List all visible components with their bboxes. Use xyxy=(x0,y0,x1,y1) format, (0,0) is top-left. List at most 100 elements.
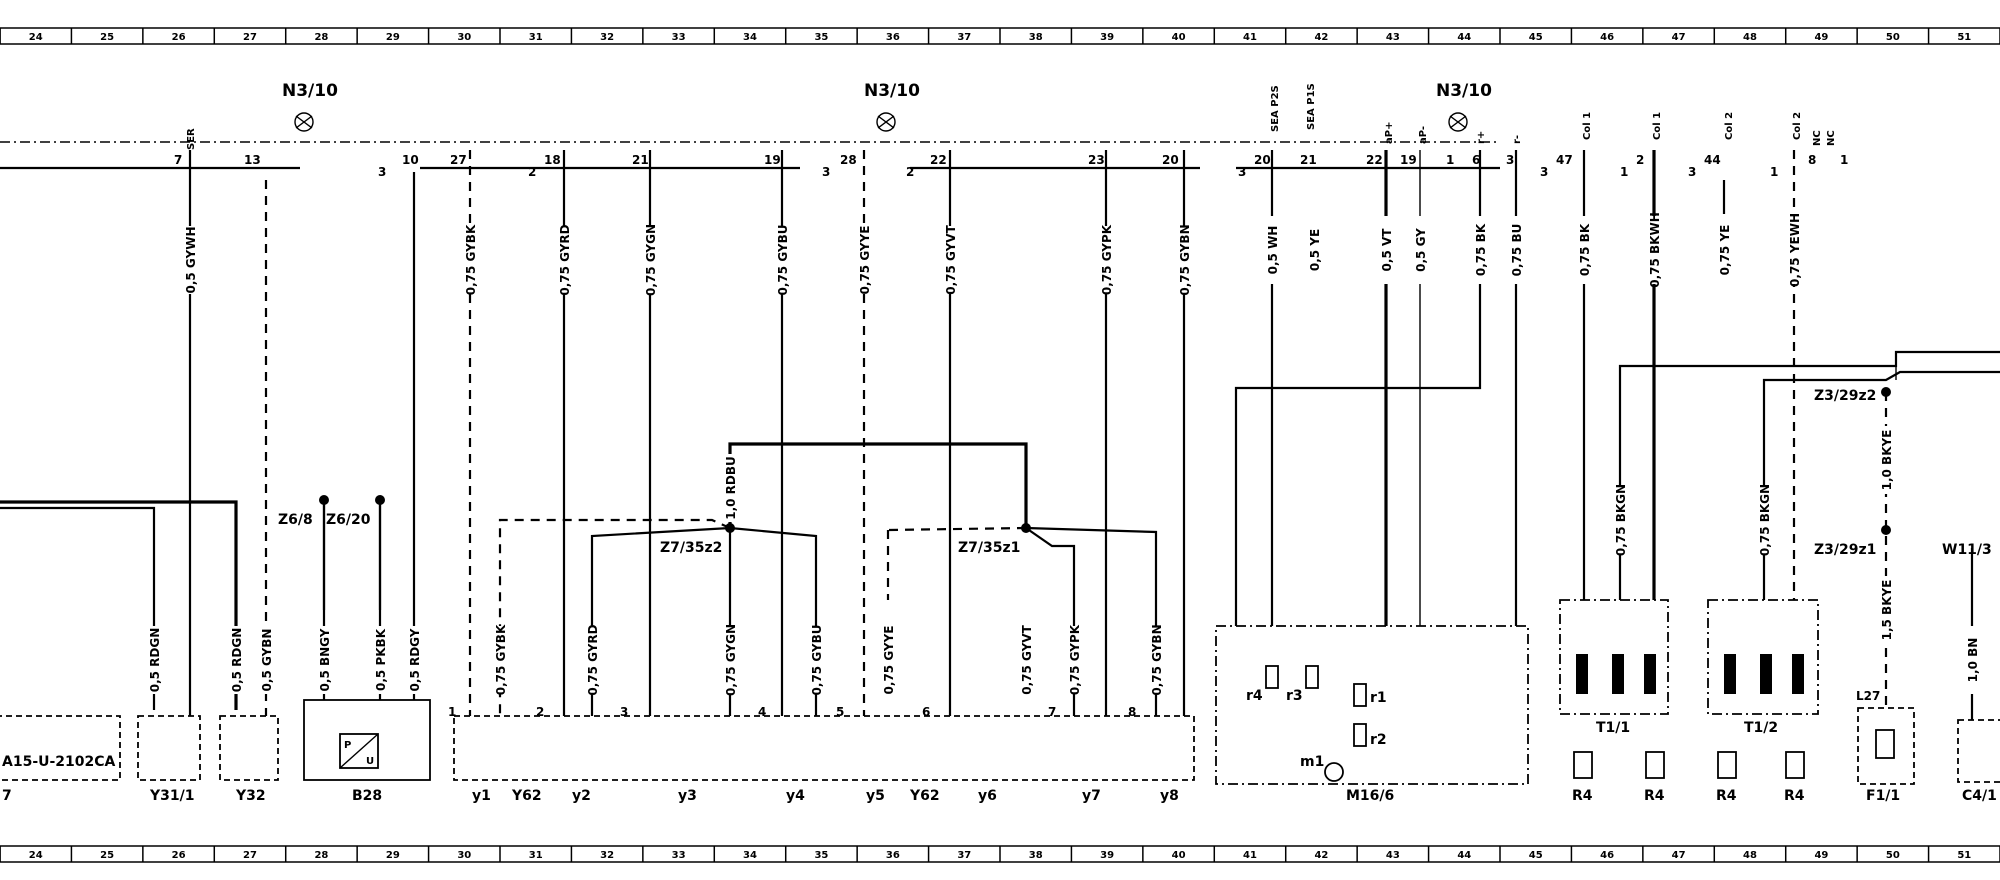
ruler-cell-number: 35 xyxy=(814,32,828,43)
wire-label-background xyxy=(1306,216,1322,284)
ruler-cell-number: 34 xyxy=(743,32,757,43)
pin-function: aP- xyxy=(1418,126,1429,144)
ruler-cell-number: 50 xyxy=(1886,850,1900,861)
ruler-cell-number: 27 xyxy=(243,850,257,861)
pin-number: 2 xyxy=(906,165,914,179)
element-label: r2 xyxy=(1370,732,1387,748)
ruler-cell-number: 24 xyxy=(29,32,43,43)
splice-label: Z6/8 xyxy=(278,512,313,528)
pin-number: 27 xyxy=(450,153,467,167)
wire-bkgn-t1-2 xyxy=(1762,370,2000,600)
component-label: T1/2 xyxy=(1744,720,1778,736)
component-label: R4 xyxy=(1784,788,1805,804)
pin-number: 21 xyxy=(632,153,649,167)
wire-splice-gybu xyxy=(729,526,818,720)
pin-number: 18 xyxy=(544,153,561,167)
resistor-icon xyxy=(1353,683,1367,707)
ruler-cell-number: 32 xyxy=(600,850,614,861)
pin-numbers: 7 13 3 10 27 2 18 21 19 3 28 2 22 23 20 … xyxy=(174,153,1848,179)
ruler-cell-number: 47 xyxy=(1672,32,1686,43)
wire-label: 0,75 BK xyxy=(1474,223,1488,276)
ruler-cell-number: 37 xyxy=(957,32,971,43)
pin-function-labels: SER SEA P2S SEA P1S aP+ aP- r+ r- Col 1 … xyxy=(186,83,1837,150)
pin-function: SER xyxy=(186,128,197,150)
wire-label: 0,75 YE xyxy=(1718,225,1732,276)
pin-number: 23 xyxy=(1088,153,1105,167)
coil-icon xyxy=(1724,654,1736,694)
wire-label: 1,0 BN xyxy=(1966,638,1980,683)
pin-function: Col 2 xyxy=(1724,112,1735,140)
wire-label-background xyxy=(228,626,244,694)
wire-label: 0,5 GYBN xyxy=(260,629,274,692)
n3-10-control-unit: N3/10 N3/10 N3/10 xyxy=(0,81,1500,170)
wire-label: 1,0 BKYE xyxy=(1880,430,1894,491)
splice-dot xyxy=(1881,387,1891,397)
wire-label: 0,75 BKWH xyxy=(1648,212,1662,288)
resistor-icon xyxy=(1305,665,1319,689)
pin-number: 1 xyxy=(1770,165,1778,179)
wire-label-background xyxy=(1472,216,1488,284)
pin-number: 1 xyxy=(1840,153,1848,167)
ruler-cell-number: 44 xyxy=(1457,850,1471,861)
pin-number: 8 xyxy=(1808,153,1816,167)
wire-label: 0,5 YE xyxy=(1308,229,1322,271)
splice-dot xyxy=(725,523,735,533)
ruler-cell-number: 34 xyxy=(743,850,757,861)
valve-label: y8 xyxy=(1160,788,1179,804)
wire-label: 0,75 GYRD xyxy=(558,224,572,295)
pin-number: 7 xyxy=(174,153,182,167)
splice-points xyxy=(319,387,1891,535)
component-c4 xyxy=(1957,719,2000,783)
wire-label: 0,75 BK xyxy=(1578,223,1592,276)
wire-label-background xyxy=(1756,486,1772,554)
wire-label-background xyxy=(1378,216,1394,284)
wire-label-background xyxy=(1018,626,1034,694)
ruler-cell-number: 43 xyxy=(1386,850,1400,861)
pin-function: Col 1 xyxy=(1652,112,1663,140)
ruler-cell-number: 48 xyxy=(1743,32,1757,43)
pin-number: 3 xyxy=(822,165,830,179)
pin-function: SEA P2S xyxy=(1270,85,1281,132)
pin-number: 19 xyxy=(764,153,781,167)
pin-number: 1 xyxy=(1620,165,1628,179)
ruler-cell-number: 35 xyxy=(814,850,828,861)
motor-icon xyxy=(1324,762,1344,782)
splice-labels: Z6/8 Z6/20 Z7/35z2 Z7/35z1 Z3/29z2 Z3/29… xyxy=(278,388,1992,558)
ruler-cell-number: 45 xyxy=(1529,850,1543,861)
ruler-cell-number: 45 xyxy=(1529,32,1543,43)
ruler-cell-number: 26 xyxy=(172,850,186,861)
ruler-cell-number: 43 xyxy=(1386,32,1400,43)
component-label: 7 xyxy=(2,788,12,804)
ruler-cell-number: 24 xyxy=(29,850,43,861)
ground-symbol-icon xyxy=(294,112,314,132)
component-label: A15-U-2102CA xyxy=(2,754,116,770)
wire-splice-gyrd xyxy=(590,526,731,720)
splice-dot xyxy=(375,495,385,505)
wire-label-background xyxy=(146,626,162,694)
valve-label: y1 xyxy=(472,788,491,804)
wire-label: 0,5 GY xyxy=(1414,228,1428,272)
wire-label: 0,75 YEWH xyxy=(1788,213,1802,287)
connector-label-n3-10: N3/10 xyxy=(864,81,920,101)
box-pin: 3 xyxy=(620,705,628,719)
wire-splice-gyye xyxy=(887,526,1027,532)
wire-label: 0,75 GYBK xyxy=(464,224,478,295)
wire-label: 0,75 GYBN xyxy=(1178,224,1192,295)
wire-label: 0,5 RDGN xyxy=(230,628,244,693)
pin-number: 22 xyxy=(930,153,947,167)
wire-label-background xyxy=(492,626,508,694)
wire-label-background xyxy=(880,626,896,694)
ruler-cell-number: 41 xyxy=(1243,32,1257,43)
wire-splice-gybn xyxy=(1025,526,1158,720)
resistor-icon xyxy=(1353,723,1367,747)
ground-symbol-icon xyxy=(1448,112,1468,132)
wire-label-background xyxy=(1878,426,1894,494)
pin-number: 1 xyxy=(1446,153,1454,167)
ruler-cell-number: 51 xyxy=(1957,850,1971,861)
pin-number: 3 xyxy=(1506,153,1514,167)
wire-label-background xyxy=(316,626,332,694)
wire-label-background xyxy=(942,226,958,294)
